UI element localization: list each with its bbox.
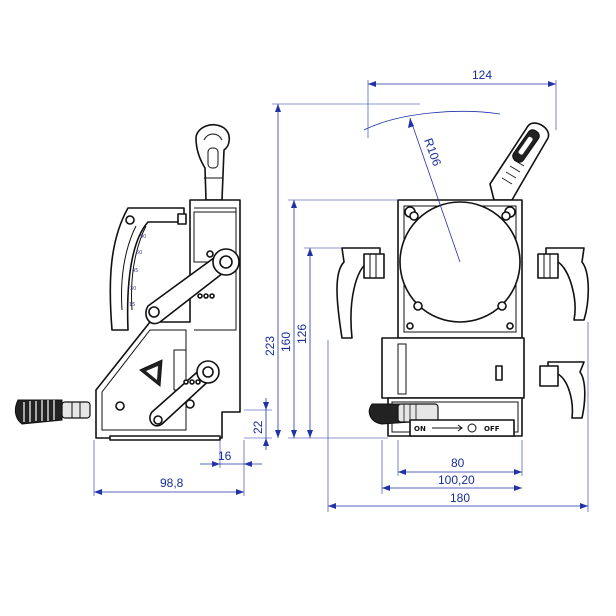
front-lower-right-clamp <box>539 361 586 419</box>
side-lower-arm <box>115 360 220 427</box>
side-upper-arm <box>145 248 240 325</box>
dim-front-total: 180 <box>450 491 470 505</box>
side-view: 90 60 45 30 15 <box>14 123 241 441</box>
front-left-clamp <box>336 247 385 339</box>
front-view: ON OFF <box>336 122 590 437</box>
svg-text:60: 60 <box>136 250 142 256</box>
side-top-lever <box>195 123 231 201</box>
dim-front-inner: 80 <box>451 456 465 470</box>
dim-side-small-height: 22 <box>251 420 265 434</box>
dim-side-offset: 16 <box>218 449 232 463</box>
svg-text:90: 90 <box>140 234 146 240</box>
switch-off-label: OFF <box>484 425 500 433</box>
switch-on-label: ON <box>414 425 426 433</box>
dim-height-total: 223 <box>263 336 277 356</box>
side-scale-bracket: 90 60 45 30 15 <box>109 207 187 331</box>
dim-lever-radius: R106 <box>421 136 444 168</box>
svg-text:30: 30 <box>130 286 136 292</box>
dim-height-body: 160 <box>279 332 293 352</box>
front-right-clamp <box>537 247 590 321</box>
svg-text:15: 15 <box>129 302 135 308</box>
dim-front-mid: 100,20 <box>438 473 475 487</box>
front-switch: ON OFF <box>368 403 515 437</box>
dim-lever-sweep: 124 <box>472 68 492 82</box>
front-lever-handle <box>489 122 550 201</box>
front-main-plate <box>397 199 523 339</box>
side-ribbed-handle <box>14 399 91 425</box>
svg-text:45: 45 <box>132 268 138 274</box>
dim-side-width: 98,8 <box>160 476 184 490</box>
dimensions: 98,8 16 22 223 160 126 <box>93 68 589 512</box>
dim-height-column: 126 <box>295 324 309 344</box>
